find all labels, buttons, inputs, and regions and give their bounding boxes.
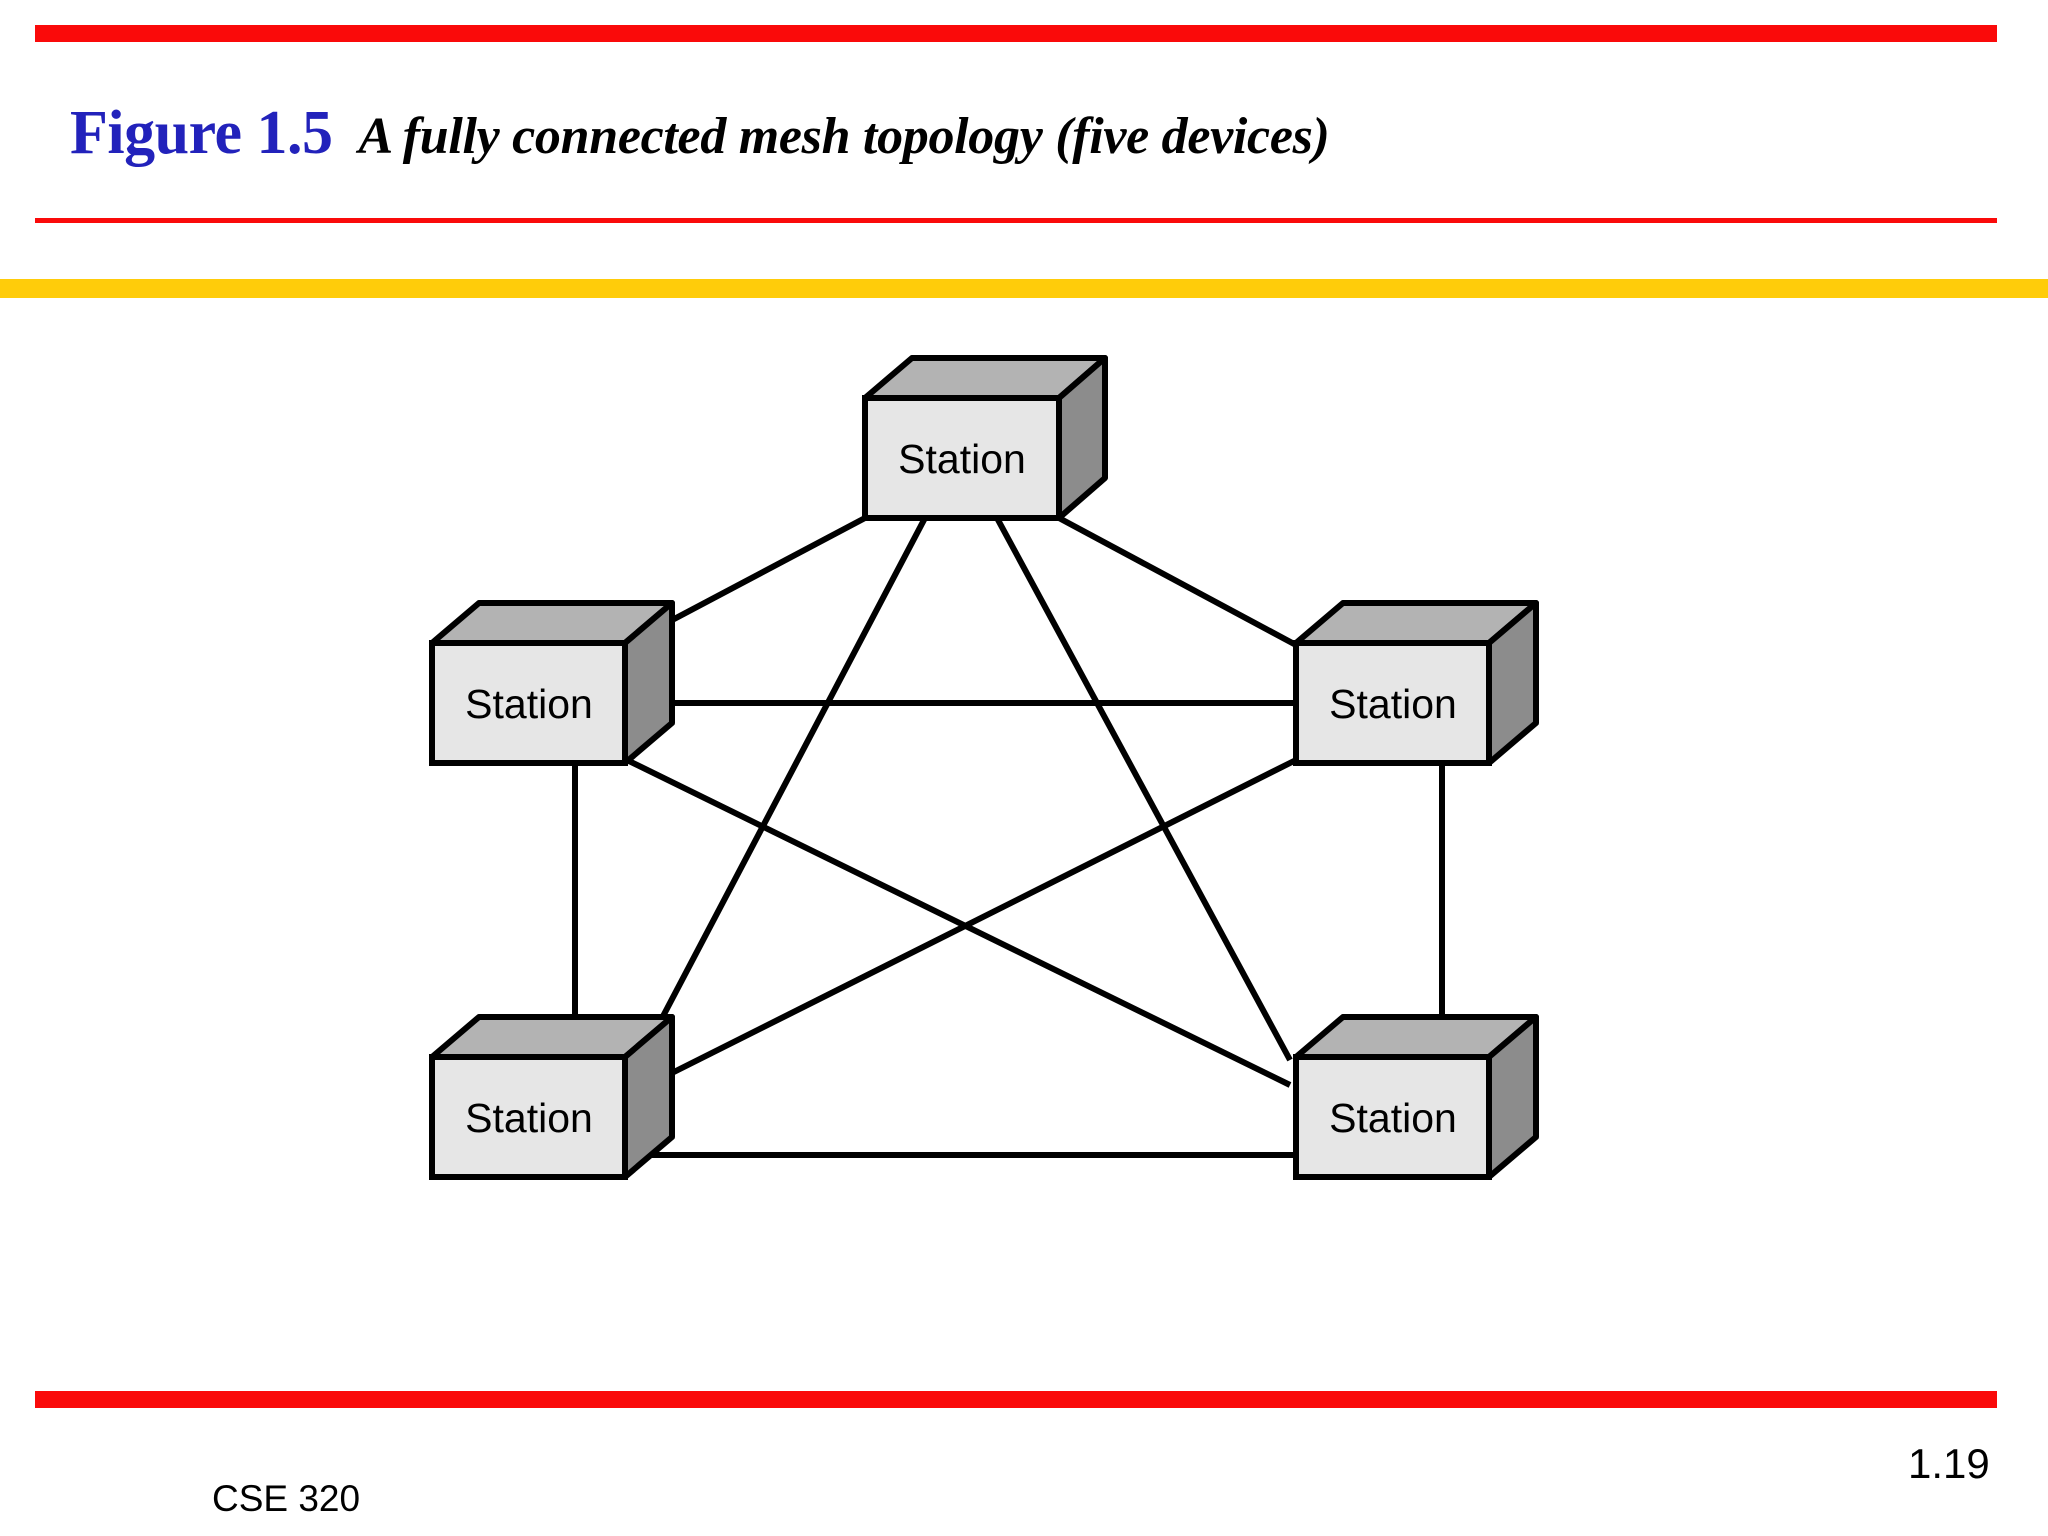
box-front-face [429, 1054, 628, 1180]
link-layer [572, 515, 1445, 1158]
link-top-right [1057, 515, 1298, 648]
box-front-face [429, 640, 628, 766]
station-node-right[interactable]: Station [1293, 600, 1539, 766]
station-label: Station [465, 1095, 593, 1141]
page-title: Figure 1.5 A fully connected mesh topolo… [70, 98, 1330, 169]
link-top-bottomleft [637, 516, 928, 1062]
footer-course-label: CSE 320 [212, 1478, 361, 1519]
link-right-bottomleft [636, 757, 1298, 1093]
header-red-bar [35, 25, 1997, 42]
station-node-bottom-left[interactable]: Station [429, 1014, 675, 1180]
figure-label: Figure 1.5 [70, 99, 333, 167]
box-front-face [1293, 1054, 1492, 1180]
footer-page-number: 1.19 [1908, 1440, 1990, 1487]
header-yellow-bar [0, 279, 2048, 298]
station-label: Station [1329, 681, 1457, 727]
mesh-topology-diagram: Station Station Station Stati [0, 300, 2048, 1390]
box-front-face [862, 395, 1062, 521]
station-node-left[interactable]: Station [429, 600, 675, 766]
figure-caption: A fully connected mesh topology (five de… [358, 108, 1330, 165]
station-node-bottom-right[interactable]: Station [1293, 1014, 1539, 1180]
station-node-top[interactable]: Station [862, 355, 1108, 521]
box-front-face [1293, 640, 1492, 766]
station-label: Station [465, 681, 593, 727]
link-left-bottomright [625, 757, 1292, 1088]
station-label: Station [898, 436, 1026, 482]
station-label: Station [1329, 1095, 1457, 1141]
header-red-underline [35, 218, 1997, 223]
footer-red-bar [35, 1391, 1997, 1408]
link-top-bottomright [994, 516, 1293, 1062]
